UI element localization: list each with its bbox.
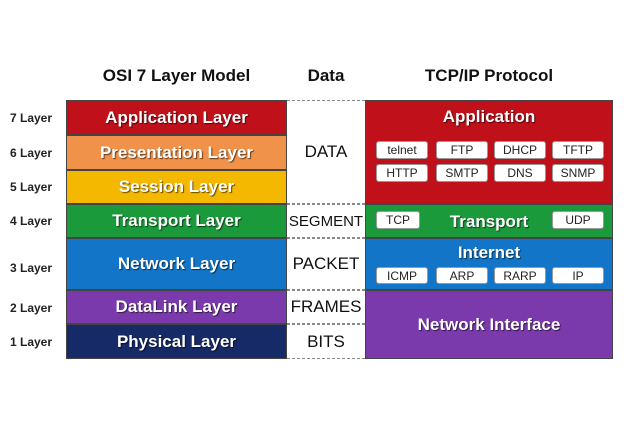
- protocol-tftp: TFTP: [552, 141, 604, 159]
- protocol-telnet: telnet: [376, 141, 428, 159]
- protocol-snmp: SNMP: [552, 164, 604, 182]
- osi-session-layer: Session Layer: [66, 170, 287, 204]
- side-label-1: 1 Layer: [10, 335, 53, 349]
- data-unit-frames: FRAMES: [287, 290, 365, 324]
- osi-datalink-layer: DataLink Layer: [66, 290, 287, 324]
- data-unit-bits: BITS: [287, 324, 365, 359]
- protocol-dhcp: DHCP: [494, 141, 546, 159]
- osi-network-layer: Network Layer: [66, 238, 287, 290]
- data-header: Data: [307, 66, 345, 85]
- data-unit-data: DATA: [287, 100, 365, 204]
- protocol-rarp: RARP: [494, 267, 546, 284]
- osi-header: OSI 7 Layer Model: [102, 66, 251, 85]
- tcpip-internet-label: Internet: [457, 243, 521, 262]
- tcpip-application-label: Application: [442, 107, 536, 126]
- side-label-5: 5 Layer: [10, 180, 53, 194]
- protocol-icmp: ICMP: [376, 267, 428, 284]
- protocol-smtp: SMTP: [436, 164, 488, 182]
- side-label-6: 6 Layer: [10, 146, 53, 160]
- osi-transport-layer: Transport Layer: [66, 204, 287, 238]
- side-label-3: 3 Layer: [10, 261, 53, 275]
- data-unit-packet: PACKET: [287, 238, 365, 290]
- protocol-arp: ARP: [436, 267, 488, 284]
- protocol-tcp: TCP: [376, 211, 420, 229]
- side-label-7: 7 Layer: [10, 111, 53, 125]
- tcpip-header: TCP/IP Protocol: [424, 66, 554, 85]
- side-label-4: 4 Layer: [10, 214, 53, 228]
- protocol-ftp: FTP: [436, 141, 488, 159]
- tcpip-application-block: Application telnet FTP DHCP TFTP HTTP SM…: [365, 100, 613, 204]
- protocol-dns: DNS: [494, 164, 546, 182]
- data-unit-segment: SEGMENT: [287, 204, 365, 238]
- protocol-ip: IP: [552, 267, 604, 284]
- tcpip-network-interface-block: Network Interface: [365, 290, 613, 359]
- side-label-2: 2 Layer: [10, 301, 53, 315]
- protocol-udp: UDP: [552, 211, 604, 229]
- osi-application-layer: Application Layer: [66, 100, 287, 135]
- protocol-http: HTTP: [376, 164, 428, 182]
- tcpip-transport-block: TCP Transport UDP: [365, 204, 613, 238]
- tcpip-network-interface-label: Network Interface: [417, 314, 561, 334]
- tcpip-transport-label: Transport: [449, 212, 529, 231]
- osi-presentation-layer: Presentation Layer: [66, 135, 287, 170]
- tcpip-internet-block: Internet ICMP ARP RARP IP: [365, 238, 613, 290]
- osi-physical-layer: Physical Layer: [66, 324, 287, 359]
